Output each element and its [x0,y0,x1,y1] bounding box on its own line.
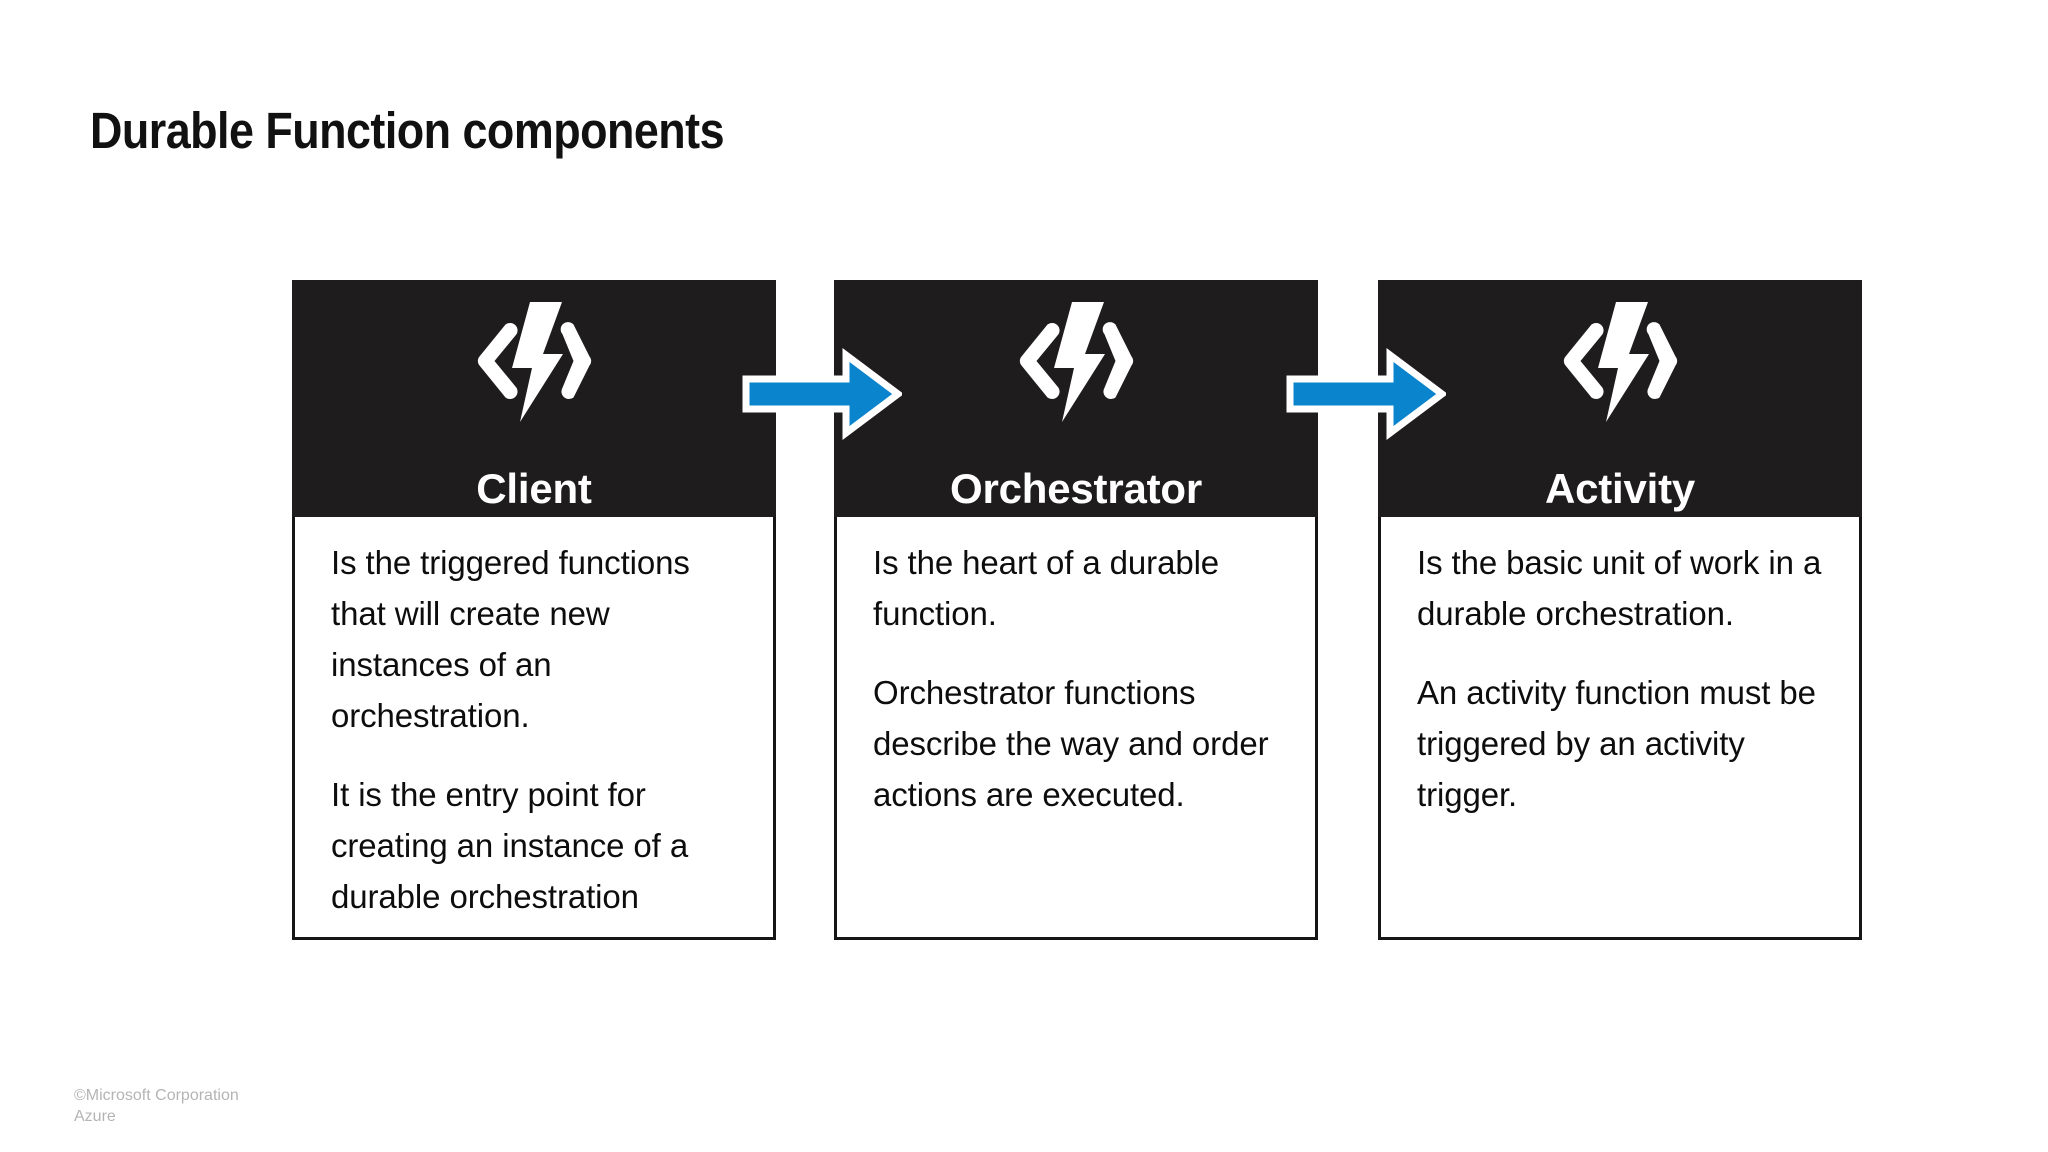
footer-line-copyright: ©Microsoft Corporation [74,1087,239,1104]
card-paragraph: Is the triggered functions that will cre… [331,544,690,734]
page-title: Durable Function components [90,102,725,159]
arrow-right-icon [1286,348,1446,440]
card-paragraph: Is the heart of a durable function. [873,544,1220,632]
card-title-client: Client [476,464,592,512]
footer-copyright: ©Microsoft Corporation Azure [74,1085,239,1127]
card-body-orchestrator: Is the heart of a durable function. Orch… [834,517,1318,940]
azure-functions-icon [477,302,592,422]
connector-client-to-orchestrator [742,348,902,440]
card-body-client: Is the triggered functions that will cre… [292,517,776,940]
card-header-orchestrator: Orchestrator [834,280,1318,517]
arrow-right-icon [742,348,902,440]
card-paragraph: It is the entry point for creating an in… [331,776,689,915]
card-paragraph: An activity function must be triggered b… [1417,674,1816,813]
card-paragraph: Is the basic unit of work in a durable o… [1417,544,1822,632]
card-header-activity: Activity [1378,280,1862,517]
card-client[interactable]: Client Is the triggered functions that w… [292,280,776,940]
azure-functions-icon [1563,302,1678,422]
card-body-activity: Is the basic unit of work in a durable o… [1378,517,1862,940]
card-paragraph: Orchestrator functions describe the way … [873,674,1269,813]
card-title-activity: Activity [1544,464,1696,512]
card-orchestrator[interactable]: Orchestrator Is the heart of a durable f… [834,280,1318,940]
card-activity[interactable]: Activity Is the basic unit of work in a … [1378,280,1862,940]
connector-orchestrator-to-activity [1286,348,1446,440]
footer-line-product: Azure [74,1108,116,1125]
card-header-client: Client [292,280,776,517]
card-title-orchestrator: Orchestrator [949,464,1203,512]
azure-functions-icon [1019,302,1134,422]
